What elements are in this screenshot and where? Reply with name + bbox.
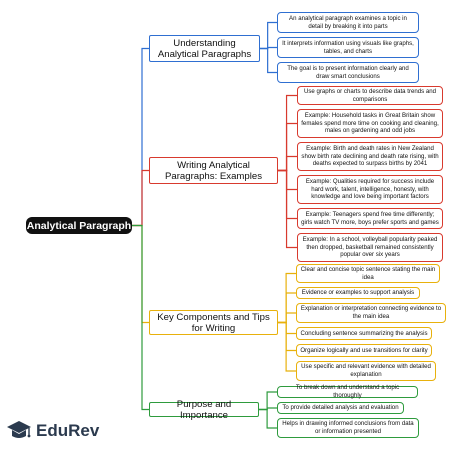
connector-branch-leaf	[278, 272, 296, 324]
leaf-text: Organize logically and use transitions f…	[300, 346, 428, 354]
leaf-writing-4: Example: Qualities required for success …	[297, 175, 443, 204]
leaf-text: Use graphs or charts to describe data tr…	[303, 87, 437, 103]
leaf-text: To break down and understand a topic tho…	[295, 384, 400, 399]
graduation-cap-icon	[7, 421, 31, 438]
edurev-logo: EduRev	[6, 419, 99, 443]
connector-branch-leaf	[278, 155, 297, 172]
leaf-key-5: Organize logically and use transitions f…	[296, 344, 432, 357]
leaf-purpose-1: To break down and understand a topic tho…	[277, 384, 418, 399]
connector-branch-leaf	[278, 321, 296, 335]
leaf-text: Clear and concise topic sentence stating…	[300, 265, 436, 281]
leaf-text: Concluding sentence summarizing the anal…	[300, 329, 428, 337]
connector-branch-leaf	[278, 169, 297, 249]
connector-branch-leaf	[278, 312, 296, 324]
leaf-text: Use specific and relevant evidence with …	[301, 363, 431, 378]
connector-branch-leaf	[278, 94, 297, 172]
branch-label: Understanding Analytical Paragraphs	[157, 37, 252, 60]
leaf-key-1: Clear and concise topic sentence stating…	[296, 264, 440, 283]
leaf-text: Evidence or examples to support analysis	[301, 289, 415, 297]
connector-branch-leaf	[278, 169, 297, 220]
leaf-key-2: Evidence or examples to support analysis	[296, 287, 420, 299]
leaf-text: Example: Household tasks in Great Britai…	[301, 112, 439, 135]
connector-branch-leaf	[278, 292, 296, 324]
leaf-writing-5: Example: Teenagers spend free time diffe…	[297, 208, 443, 229]
leaf-writing-1: Use graphs or charts to describe data tr…	[297, 86, 443, 105]
connector-branch-leaf	[278, 321, 296, 352]
leaf-text: The goal is to present information clear…	[287, 64, 409, 80]
leaf-writing-2: Example: Household tasks in Great Britai…	[297, 109, 443, 138]
leaf-understanding-3: The goal is to present information clear…	[277, 62, 419, 83]
branch-understanding: Understanding Analytical Paragraphs	[149, 35, 260, 62]
connector-root-branch	[132, 169, 149, 227]
leaf-purpose-3: Helps in drawing informed conclusions fr…	[277, 418, 419, 438]
leaf-text: It interprets information using visuals …	[282, 39, 414, 55]
branch-purpose: Purpose and Importance	[149, 399, 259, 421]
connector-branch-leaf	[278, 122, 297, 172]
leaf-key-3: Explanation or interpretation connecting…	[296, 303, 446, 323]
leaf-writing-3: Example: Birth and death rates in New Ze…	[297, 142, 443, 171]
leaf-text: Example: Birth and death rates in New Ze…	[301, 145, 439, 168]
connector-branch-leaf	[259, 408, 277, 429]
branch-writing-examples: Writing Analytical Paragraphs: Examples	[149, 157, 278, 184]
connector-root-branch	[132, 224, 149, 324]
leaf-text: To provide detailed analysis and evaluat…	[282, 404, 399, 412]
branch-label: Key Components and Tips for Writing	[157, 311, 270, 334]
leaf-text: Example: In a school, volleyball popular…	[302, 236, 438, 259]
leaf-understanding-2: It interprets information using visuals …	[277, 37, 419, 58]
leaf-text: Example: Teenagers spend free time diffe…	[301, 210, 439, 226]
branch-label: Writing Analytical Paragraphs: Examples	[164, 159, 263, 182]
leaf-text: An analytical paragraph examines a topic…	[289, 14, 407, 30]
leaf-text: Explanation or interpretation connecting…	[300, 305, 442, 320]
branch-key-components: Key Components and Tips for Writing	[149, 310, 278, 335]
leaf-text: Example: Qualities required for success …	[305, 178, 435, 201]
leaf-key-4: Concluding sentence summarizing the anal…	[296, 327, 432, 340]
branch-label: Purpose and Importance	[176, 398, 232, 421]
connector-branch-leaf	[278, 169, 297, 191]
root-node: Analytical Paragraph	[26, 217, 132, 234]
connector-root-branch	[132, 224, 149, 411]
leaf-writing-6: Example: In a school, volleyball popular…	[297, 233, 443, 262]
connector-branch-leaf	[259, 391, 277, 411]
connector-branch-leaf	[260, 47, 277, 74]
connector-branch-leaf	[278, 321, 296, 372]
leaf-purpose-2: To provide detailed analysis and evaluat…	[277, 402, 404, 414]
logo-text: EduRev	[36, 421, 100, 440]
leaf-key-6: Use specific and relevant evidence with …	[296, 361, 436, 381]
leaf-understanding-1: An analytical paragraph examines a topic…	[277, 12, 419, 33]
leaf-text: Helps in drawing informed conclusions fr…	[282, 420, 414, 435]
root-label: Analytical Paragraph	[26, 219, 132, 232]
connector-root-branch	[132, 47, 149, 227]
connector-branch-leaf	[260, 21, 277, 50]
